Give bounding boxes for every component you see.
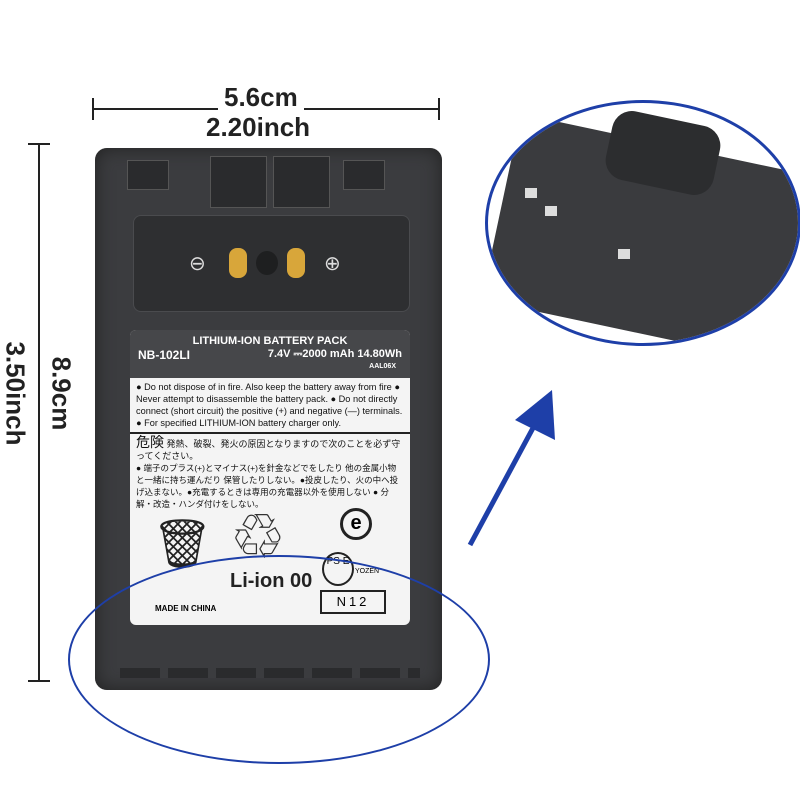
latch-left (127, 160, 169, 190)
warning-jp-title: 危険 (136, 434, 164, 450)
detail-contact (525, 188, 537, 198)
detail-contact (618, 249, 630, 259)
model-number: NB-102LI (138, 348, 191, 362)
width-cm: 5.6cm (218, 82, 304, 113)
label-code: AAL06X (369, 363, 396, 370)
minus-terminal-icon: ⊖ (189, 253, 206, 275)
height-cm: 8.9cm (45, 338, 77, 449)
label-title: LITHIUM-ION BATTERY PACK (192, 335, 348, 347)
plus-terminal-icon: ⊕ (324, 253, 341, 275)
detail-contact (545, 206, 557, 216)
contact-right (287, 248, 305, 278)
highlight-ellipse (68, 555, 490, 764)
label-header: LITHIUM-ION BATTERY PACK NB-102LI 7.4V ⎓… (130, 330, 410, 378)
warning-english: ● Do not dispose of in fire. Also keep t… (136, 382, 403, 428)
contact-left (229, 248, 247, 278)
contact-center (256, 251, 278, 275)
warning-jp-body: ● 端子のプラス(+)とマイナス(+)を針金などでをしたり 他の金属小物と一緒に… (136, 463, 399, 509)
warning-japanese: 危険 発熱、破裂、発火の原因となりますので次のことを必ず守ってください。 ● 端… (130, 432, 410, 512)
mount-slot-right (273, 156, 330, 208)
warning-jp-sub: 発熱、破裂、発火の原因となりますので次のことを必ず守ってください。 (136, 439, 401, 461)
height-tick-bottom (28, 680, 50, 682)
detail-zoom-view (485, 100, 800, 346)
e-mark-icon: e (340, 508, 372, 540)
mount-slot-left (210, 156, 267, 208)
height-inch: 3.50inch (0, 328, 31, 459)
arrow-icon (467, 390, 555, 547)
latch-right (343, 160, 385, 190)
connector-panel: ⊖ ⊕ (133, 215, 410, 312)
width-inch: 2.20inch (206, 112, 311, 142)
battery-spec: 7.4V ⎓2000 mAh 14.80Wh (267, 348, 402, 360)
height-dimension-line (38, 143, 40, 681)
